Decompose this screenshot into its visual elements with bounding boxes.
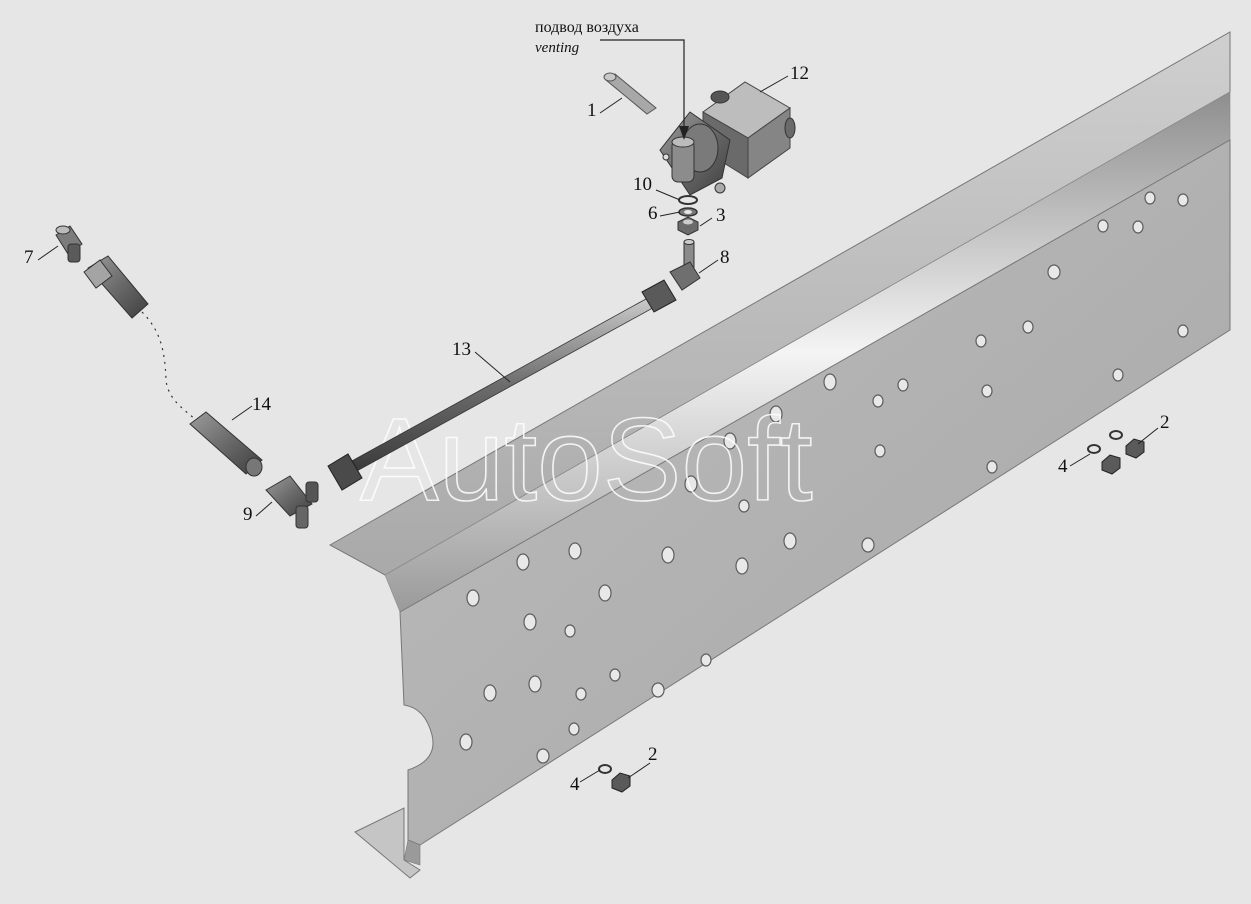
watermark: AutoSoft bbox=[360, 394, 813, 526]
callout-6: 6 bbox=[648, 203, 658, 224]
callout-13: 13 bbox=[452, 339, 471, 360]
part-hose-upper bbox=[83, 255, 149, 319]
callout-leaders bbox=[37, 75, 1159, 783]
part-4-washer-lower bbox=[598, 764, 612, 774]
callout-7: 7 bbox=[24, 247, 34, 268]
callout-2-upper: 2 bbox=[1160, 412, 1170, 433]
part-6-washer bbox=[678, 207, 698, 217]
callout-9: 9 bbox=[243, 504, 253, 525]
annotation-air-supply: подвод воздуха bbox=[535, 19, 639, 36]
frame-lower-bend bbox=[403, 839, 421, 866]
part-4-washer-upper bbox=[1087, 430, 1123, 454]
part-2-nut-lower bbox=[611, 772, 631, 793]
frame-web bbox=[399, 139, 1231, 846]
venting-arrow bbox=[600, 39, 689, 140]
part-1-bolt bbox=[603, 72, 657, 115]
part-8-elbow bbox=[669, 239, 701, 291]
callout-4-lower: 4 bbox=[570, 774, 580, 795]
part-9-tee bbox=[265, 475, 319, 529]
callout-4-upper: 4 bbox=[1058, 456, 1068, 477]
callout-8: 8 bbox=[720, 247, 730, 268]
callout-2-lower: 2 bbox=[648, 744, 658, 765]
part-7-fitting bbox=[55, 225, 83, 263]
annotation-venting: venting bbox=[535, 40, 580, 56]
frame-holes bbox=[459, 191, 1189, 764]
part-14-hose bbox=[189, 411, 263, 477]
part-3-nut bbox=[677, 216, 699, 236]
part-10-washer bbox=[678, 195, 698, 205]
callout-12: 12 bbox=[790, 63, 809, 84]
callout-10: 10 bbox=[633, 174, 652, 195]
callout-3: 3 bbox=[716, 205, 726, 226]
part-12-valve bbox=[659, 81, 796, 196]
frame-bottom-flange bbox=[354, 807, 421, 879]
part-2-nut-upper bbox=[1101, 438, 1145, 475]
callout-14: 14 bbox=[252, 394, 272, 415]
hose-dotted-line bbox=[141, 311, 197, 421]
frame-rail bbox=[328, 31, 1231, 879]
callout-labels: 1 12 10 6 3 8 7 13 14 9 2 4 2 4 bbox=[24, 63, 1170, 795]
part-13-tube bbox=[327, 279, 677, 491]
callout-1: 1 bbox=[587, 100, 597, 121]
